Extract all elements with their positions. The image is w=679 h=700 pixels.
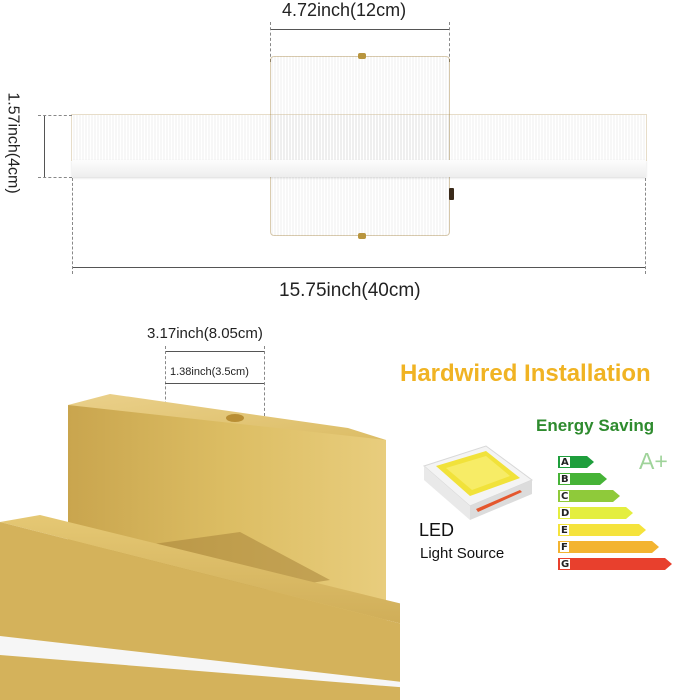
- inner-depth-line: [165, 383, 264, 384]
- depth-tick-right: [264, 346, 265, 416]
- length-tick-left: [72, 178, 73, 274]
- top-product-view: 4.72inch(12cm) 1.57inch(4cm) 15.75inch(4…: [0, 0, 679, 310]
- mounting-plate: [270, 56, 450, 236]
- light-bar: [72, 115, 646, 160]
- plate-width-label: 4.72inch(12cm): [282, 0, 407, 20]
- energy-rating-label: D: [561, 508, 570, 519]
- depth-label: 3.17inch(8.05cm): [147, 325, 263, 342]
- switch-icon: [449, 188, 454, 200]
- energy-rating-label: A: [561, 457, 569, 468]
- rating-badge: A+: [639, 448, 668, 474]
- plate-width-tick-right: [449, 22, 450, 62]
- energy-rating-label: C: [561, 491, 569, 502]
- height-tick-bottom: [38, 177, 72, 178]
- wall-mount-box: [0, 394, 400, 700]
- energy-rating-c: C: [558, 490, 620, 502]
- depth-line: [165, 351, 265, 352]
- light-source-label: Light Source: [420, 545, 505, 562]
- plate-width-line: [270, 29, 450, 30]
- energy-rating-label: E: [561, 525, 568, 536]
- plate-width-tick-left: [270, 22, 271, 62]
- height-label: 1.57inch(4cm): [4, 92, 22, 194]
- energy-rating-g: G: [558, 558, 672, 570]
- energy-title: Energy Saving: [536, 416, 655, 435]
- length-line: [72, 267, 646, 268]
- inner-depth-label: 1.38inch(3.5cm): [170, 366, 249, 378]
- energy-rating-f: F: [558, 541, 659, 553]
- height-line: [44, 115, 45, 177]
- energy-rating-a: A: [558, 456, 594, 468]
- side-product-view: 3.17inch(8.05cm) 1.38inch(3.5cm): [0, 310, 400, 700]
- plate-screw-top: [358, 53, 366, 59]
- length-label: 15.75inch(40cm): [279, 280, 421, 301]
- energy-rating-d: D: [558, 507, 633, 519]
- energy-rating-label: B: [561, 474, 569, 485]
- height-tick-top: [38, 115, 72, 116]
- energy-rating-label: G: [561, 559, 570, 570]
- bar-top-face: [0, 515, 400, 624]
- bar-diffuser: [0, 636, 400, 688]
- install-title: Hardwired Installation: [400, 360, 651, 387]
- led-chip-icon: [423, 445, 534, 520]
- light-bar-diffuser: [72, 160, 646, 177]
- energy-rating-e: E: [558, 524, 646, 536]
- plate-screw-bottom: [358, 233, 366, 239]
- energy-rating-b: B: [558, 473, 607, 485]
- box-screw: [226, 414, 244, 422]
- led-label: LED: [419, 520, 455, 540]
- energy-rating-label: F: [561, 542, 568, 553]
- length-tick-right: [645, 178, 646, 274]
